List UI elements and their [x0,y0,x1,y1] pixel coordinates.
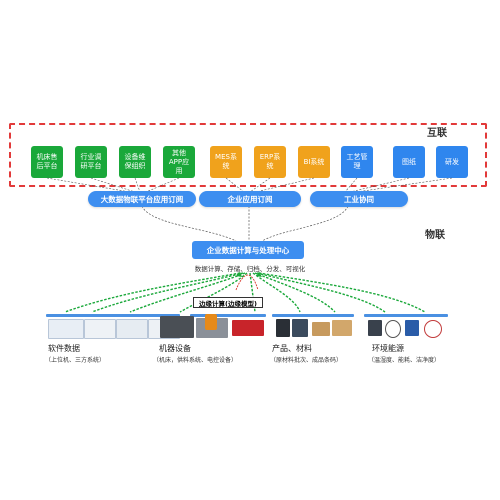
energy-meter-image [405,320,419,336]
cnc-machine-image [160,316,194,338]
software-screenshot-3 [116,319,148,339]
gauge-image [385,320,401,338]
pill-bigdata-subscription[interactable]: 大数据物联平台应用订阅 [88,191,196,207]
category-software-subtitle: （上位机、三方系统） [45,357,106,364]
material-boxes-image [312,322,330,336]
label-printer-image [292,319,308,337]
software-screenshot-1 [48,319,84,339]
iot-label: 物联 [425,230,445,241]
tile-mes[interactable]: MES系 统 [210,146,242,178]
environment-bar [364,314,448,317]
barcode-scanner-image [276,319,290,337]
tile-rnd[interactable]: 研发 [436,146,468,178]
category-environment-title: 环境能源 [372,344,404,353]
internet-label: 互联 [427,128,447,139]
category-environment-subtitle: （温湿度、能耗、洁净度） [368,357,441,364]
software-bar [46,314,180,317]
product-boxes-image [332,320,352,336]
tile-bi[interactable]: BI系统 [298,146,330,178]
tile-other-apps[interactable]: 其他 APP应 用 [163,146,195,178]
tile-machine-aftersales[interactable]: 机床售 后平台 [31,146,63,178]
machine-bar [190,314,266,317]
tile-erp[interactable]: ERP系 统 [254,146,286,178]
data-processing-caption: 数据计算、存储、归档、分发、可视化 [194,265,306,273]
link-arrowheads [236,272,262,277]
category-machine-subtitle: （机床，供料系统、电控设备） [153,357,238,364]
category-product-title: 产品、材料 [272,344,312,353]
internet-apps-frame [9,123,487,187]
tile-to-pill-links [46,177,453,193]
tile-drawings[interactable]: 图纸 [393,146,425,178]
category-machine-title: 机器设备 [159,344,191,353]
product-bar [272,314,354,317]
pill-industry-collaboration[interactable]: 工业协同 [310,191,408,207]
thermo-hygrometer-image [368,320,382,336]
edge-computing-tag: 边缘计算(边缘模型) [193,297,263,308]
category-product-subtitle: （原材料批次、成品条码） [270,357,343,364]
control-device-image [232,320,264,336]
category-software-title: 软件数据 [48,344,80,353]
tile-process-management[interactable]: 工艺管 理 [341,146,373,178]
tile-equipment-maintenance[interactable]: 设备维 保组织 [119,146,151,178]
pill-enterprise-subscription[interactable]: 企业应用订阅 [199,191,301,207]
pressure-gauge-image [424,320,442,338]
pill-to-hub-links [141,205,349,242]
software-screenshot-2 [84,319,116,339]
robot-arm-image [205,314,217,330]
tile-industry-research[interactable]: 行业调 研平台 [75,146,107,178]
data-processing-center[interactable]: 企业数据计算与处理中心 [192,241,304,259]
edge-highlight-arc [235,274,259,291]
